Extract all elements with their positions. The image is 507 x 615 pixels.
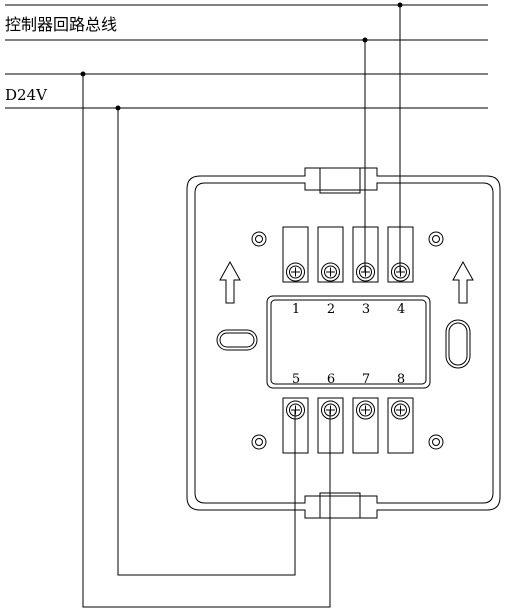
bus-label: 控制器回路总线 [5, 15, 117, 34]
terminal-housing [352, 397, 379, 454]
terminal-number-2: 2 [327, 302, 335, 317]
slot-left [216, 329, 258, 351]
screw-outer [356, 400, 375, 420]
arrow-up-left-icon [219, 260, 241, 304]
screw-outer [321, 262, 340, 282]
screw-outer [286, 400, 305, 420]
screw-icon [359, 403, 372, 417]
terminal-housing [282, 226, 309, 283]
terminal-number-4: 4 [397, 302, 405, 317]
power-label: D24V [5, 86, 48, 104]
terminal-number-3: 3 [362, 302, 370, 317]
screw-icon [289, 403, 302, 417]
screw-outer [286, 262, 305, 282]
screw-icon [394, 265, 407, 279]
screw-icon [324, 403, 337, 417]
bottom-terminal-7 [352, 397, 379, 454]
terminals-bottom [282, 397, 414, 454]
screw-icon [289, 265, 302, 279]
slot-right [445, 319, 471, 369]
terminal-housing [317, 226, 344, 283]
screw-outer [356, 262, 375, 282]
terminal-housing [282, 397, 309, 454]
top-terminal-1 [282, 226, 309, 283]
terminals-top [282, 226, 414, 283]
bottom-terminal-8 [387, 397, 414, 454]
wire-power-to-terminal-6 [82, 74, 331, 608]
terminal-housing [317, 397, 344, 454]
terminal-number-1: 1 [292, 302, 300, 317]
screw-outer [391, 400, 410, 420]
terminal-housing [387, 226, 414, 283]
bottom-terminal-6 [317, 397, 344, 454]
terminal-number-8: 8 [397, 372, 405, 387]
terminal-label-window [266, 295, 431, 389]
screw-icon [359, 265, 372, 279]
screw-outer [391, 262, 410, 282]
slot-right-inner [448, 322, 468, 366]
screw-outer [321, 400, 340, 420]
terminal-number-5: 5 [292, 372, 300, 387]
mounting-base [186, 167, 501, 519]
terminal-number-6: 6 [327, 372, 335, 387]
base-outer-outline [186, 167, 501, 519]
junction-dots [80, 2, 403, 111]
base-inner-outline [194, 182, 494, 504]
screw-hole-bottom-left [251, 434, 267, 450]
terminal-housing [352, 226, 379, 283]
screw-hole-top-left [251, 231, 267, 247]
screw-icon [324, 265, 337, 279]
top-terminal-2 [317, 226, 344, 283]
top-terminal-3 [352, 226, 379, 283]
wires [82, 5, 401, 608]
terminal-number-7: 7 [362, 372, 370, 387]
bottom-notch [319, 492, 361, 519]
terminal-housing [387, 397, 414, 454]
terminal-label-window-inner [270, 299, 427, 385]
screw-hole-bottom-right [428, 434, 444, 450]
top-notch [319, 167, 361, 194]
bottom-terminal-5 [282, 397, 309, 454]
screw-hole-top-right [428, 231, 444, 247]
top-terminal-4 [387, 226, 414, 283]
wire-power-to-terminal-5 [117, 108, 296, 576]
screw-icon [394, 403, 407, 417]
slot-left-inner [219, 332, 255, 348]
arrow-up-right-icon [452, 260, 474, 304]
